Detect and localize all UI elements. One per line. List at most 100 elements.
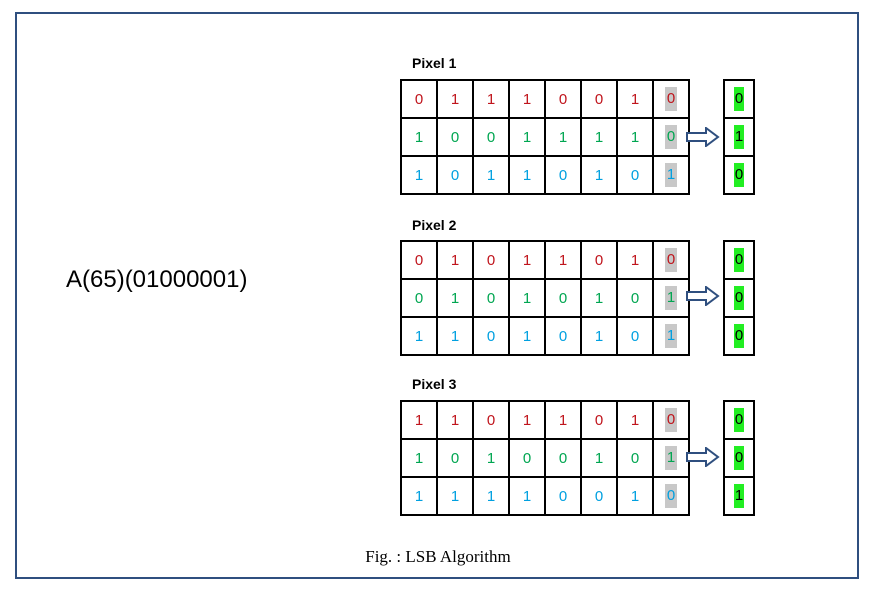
- bit-cell: 1: [616, 400, 654, 440]
- lsb-highlight: 0: [664, 248, 678, 272]
- result-bit-cell: 0: [723, 240, 755, 280]
- bit-cell: 1: [544, 400, 582, 440]
- lsb-result-column: 0 1 0: [723, 79, 755, 195]
- bit-cell: 1: [508, 240, 546, 280]
- lsb-bit-cell: 0: [652, 79, 690, 119]
- bit-cell: 1: [580, 117, 618, 157]
- right-arrow-icon: [686, 127, 720, 147]
- bit-cell: 0: [472, 316, 510, 356]
- lsb-bit-cell: 1: [652, 316, 690, 356]
- bit-cell: 1: [400, 155, 438, 195]
- lsb-bit-cell: 0: [652, 117, 690, 157]
- pixel-title: Pixel 1: [412, 55, 457, 71]
- bit-cell: 1: [508, 316, 546, 356]
- bit-cell: 1: [616, 79, 654, 119]
- pixel-title: Pixel 3: [412, 376, 457, 392]
- bit-cell: 0: [580, 476, 618, 516]
- figure-caption: Fig. : LSB Algorithm: [365, 547, 511, 566]
- bit-cell: 1: [472, 155, 510, 195]
- result-bit-cell: 0: [723, 316, 755, 356]
- bit-cell: 0: [544, 278, 582, 318]
- bit-cell: 0: [616, 316, 654, 356]
- bit-cell: 1: [436, 240, 474, 280]
- result-bit-cell: 0: [723, 155, 755, 195]
- bit-cell: 1: [472, 79, 510, 119]
- bit-cell: 0: [616, 438, 654, 478]
- bit-cell: 1: [508, 476, 546, 516]
- result-bit: 0: [733, 324, 745, 348]
- bit-cell: 1: [400, 438, 438, 478]
- bit-cell: 0: [472, 240, 510, 280]
- bit-cell: 1: [472, 476, 510, 516]
- lsb-highlight: 1: [664, 286, 678, 310]
- bit-cell: 1: [616, 240, 654, 280]
- result-bit: 0: [733, 408, 745, 432]
- result-bit-cell: 1: [723, 117, 755, 157]
- bit-cell: 0: [400, 79, 438, 119]
- bit-cell: 1: [436, 400, 474, 440]
- lsb-bit-cell: 0: [652, 400, 690, 440]
- lsb-bit-cell: 0: [652, 240, 690, 280]
- bit-cell: 0: [616, 278, 654, 318]
- lsb-highlight: 1: [664, 446, 678, 470]
- lsb-bit-cell: 1: [652, 438, 690, 478]
- result-bit-cell: 0: [723, 438, 755, 478]
- bit-cell: 1: [436, 278, 474, 318]
- result-bit: 1: [733, 484, 745, 508]
- lsb-highlight: 0: [664, 484, 678, 508]
- bit-cell: 0: [472, 278, 510, 318]
- lsb-bit-cell: 1: [652, 278, 690, 318]
- figure-frame: [15, 12, 859, 579]
- bit-cell: 0: [472, 117, 510, 157]
- bit-cell: 0: [544, 438, 582, 478]
- bit-cell: 1: [400, 117, 438, 157]
- result-bit-cell: 0: [723, 278, 755, 318]
- bit-cell: 1: [436, 476, 474, 516]
- bit-cell: 0: [580, 240, 618, 280]
- lsb-highlight: 0: [664, 87, 678, 111]
- bit-cell: 1: [436, 79, 474, 119]
- bit-cell: 1: [580, 155, 618, 195]
- bit-cell: 1: [508, 117, 546, 157]
- lsb-bit-cell: 0: [652, 476, 690, 516]
- bit-cell: 1: [544, 240, 582, 280]
- bit-cell: 0: [472, 400, 510, 440]
- bit-cell: 0: [580, 79, 618, 119]
- bit-cell: 1: [544, 117, 582, 157]
- bit-cell: 0: [436, 155, 474, 195]
- bit-cell: 0: [580, 400, 618, 440]
- lsb-bit-cell: 1: [652, 155, 690, 195]
- result-bit-cell: 0: [723, 400, 755, 440]
- lsb-highlight: 1: [664, 324, 678, 348]
- lsb-highlight: 1: [664, 163, 678, 187]
- result-bit: 0: [733, 286, 745, 310]
- bit-cell: 0: [436, 438, 474, 478]
- bit-cell: 1: [508, 278, 546, 318]
- result-bit-cell: 0: [723, 79, 755, 119]
- bit-cell: 1: [580, 278, 618, 318]
- bit-cell: 1: [400, 400, 438, 440]
- bit-cell: 1: [508, 155, 546, 195]
- bit-cell: 0: [544, 155, 582, 195]
- lsb-result-column: 0 0 1: [723, 400, 755, 516]
- result-bit: 0: [733, 87, 745, 111]
- bit-cell: 0: [400, 240, 438, 280]
- bit-cell: 1: [580, 438, 618, 478]
- pixel-title: Pixel 2: [412, 217, 457, 233]
- right-arrow-icon: [686, 286, 720, 306]
- lsb-highlight: 0: [664, 125, 678, 149]
- bit-cell: 1: [616, 476, 654, 516]
- bit-cell: 1: [616, 117, 654, 157]
- bit-cell: 1: [400, 316, 438, 356]
- lsb-highlight: 0: [664, 408, 678, 432]
- result-bit: 0: [733, 163, 745, 187]
